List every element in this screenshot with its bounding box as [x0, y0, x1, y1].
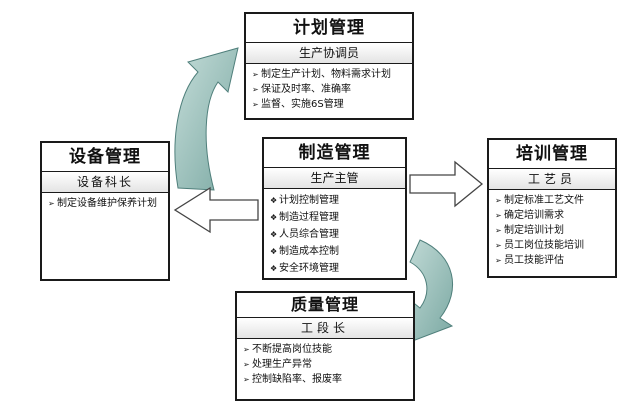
list-item: ➢不断提高岗位技能: [243, 344, 332, 355]
plan-management-box: 计划管理 生产协调员 ➢制定生产计划、物料需求计划 ➢保证及时率、准确率 ➢监督…: [244, 12, 414, 120]
training-management-box: 培训管理 工艺员 ➢制定标准工艺文件 ➢确定培训需求 ➢制定培训计划 ➢员工岗位…: [487, 138, 617, 278]
bullet-diamond-icon: ❖: [270, 196, 278, 205]
list-item: ➢员工岗位技能培训: [495, 240, 584, 251]
bullet-arrow-icon: ➢: [495, 256, 502, 265]
arrow-right-to-training: [409, 160, 484, 208]
bullet-diamond-icon: ❖: [270, 264, 278, 273]
list-item: ➢制定设备维护保养计划: [48, 198, 157, 209]
manufacturing-management-box: 制造管理 生产主管 ❖计划控制管理 ❖制造过程管理 ❖人员综合管理 ❖制造成本控…: [262, 137, 407, 280]
bullet-arrow-icon: ➢: [252, 100, 259, 109]
list-item: ➢监督、实施6S管理: [252, 99, 344, 110]
training-duties: ➢制定标准工艺文件 ➢确定培训需求 ➢制定培训计划 ➢员工岗位技能培训 ➢员工技…: [489, 190, 615, 270]
equipment-management-box: 设备管理 设备科长 ➢制定设备维护保养计划: [40, 141, 170, 281]
bullet-arrow-icon: ➢: [48, 199, 55, 208]
plan-role: 生产协调员: [246, 43, 412, 64]
list-item: ➢保证及时率、准确率: [252, 84, 351, 95]
bullet-diamond-icon: ❖: [270, 230, 278, 239]
quality-duties: ➢不断提高岗位技能 ➢处理生产异常 ➢控制缺陷率、报废率: [237, 339, 413, 389]
list-item: ❖人员综合管理: [270, 226, 401, 243]
quality-management-box: 质量管理 工段长 ➢不断提高岗位技能 ➢处理生产异常 ➢控制缺陷率、报废率: [235, 291, 415, 401]
equipment-title: 设备管理: [42, 143, 168, 172]
bullet-arrow-icon: ➢: [243, 345, 250, 354]
training-title: 培训管理: [489, 140, 615, 169]
bullet-arrow-icon: ➢: [495, 211, 502, 220]
equipment-role: 设备科长: [42, 172, 168, 193]
list-item: ❖制造过程管理: [270, 209, 401, 226]
list-item: ➢制定标准工艺文件: [495, 195, 584, 206]
training-role: 工艺员: [489, 169, 615, 190]
list-item: ❖制造成本控制: [270, 243, 401, 260]
list-item: ➢制定培训计划: [495, 225, 564, 236]
bullet-arrow-icon: ➢: [252, 85, 259, 94]
list-item: ➢确定培训需求: [495, 210, 564, 221]
list-item: ❖安全环境管理: [270, 260, 401, 277]
manufacturing-duties: ❖计划控制管理 ❖制造过程管理 ❖人员综合管理 ❖制造成本控制 ❖安全环境管理: [264, 189, 405, 279]
list-item: ➢处理生产异常: [243, 359, 312, 370]
bullet-diamond-icon: ❖: [270, 247, 278, 256]
quality-title: 质量管理: [237, 293, 413, 318]
list-item: ➢控制缺陷率、报废率: [243, 374, 342, 385]
bullet-arrow-icon: ➢: [252, 70, 259, 79]
list-item: ❖计划控制管理: [270, 192, 401, 209]
bullet-arrow-icon: ➢: [243, 360, 250, 369]
quality-role: 工段长: [237, 318, 413, 339]
plan-title: 计划管理: [246, 14, 412, 43]
plan-duties: ➢制定生产计划、物料需求计划 ➢保证及时率、准确率 ➢监督、实施6S管理: [246, 64, 412, 114]
curved-arrow-to-plan: [174, 47, 239, 191]
bullet-arrow-icon: ➢: [495, 241, 502, 250]
bullet-arrow-icon: ➢: [243, 375, 250, 384]
arrow-left-to-equipment: [173, 186, 259, 234]
bullet-arrow-icon: ➢: [495, 226, 502, 235]
bullet-arrow-icon: ➢: [495, 196, 502, 205]
equipment-duties: ➢制定设备维护保养计划: [42, 193, 168, 213]
list-item: ➢员工技能评估: [495, 255, 564, 266]
manufacturing-role: 生产主管: [264, 168, 405, 189]
list-item: ➢制定生产计划、物料需求计划: [252, 69, 391, 80]
manufacturing-title: 制造管理: [264, 139, 405, 168]
bullet-diamond-icon: ❖: [270, 213, 278, 222]
